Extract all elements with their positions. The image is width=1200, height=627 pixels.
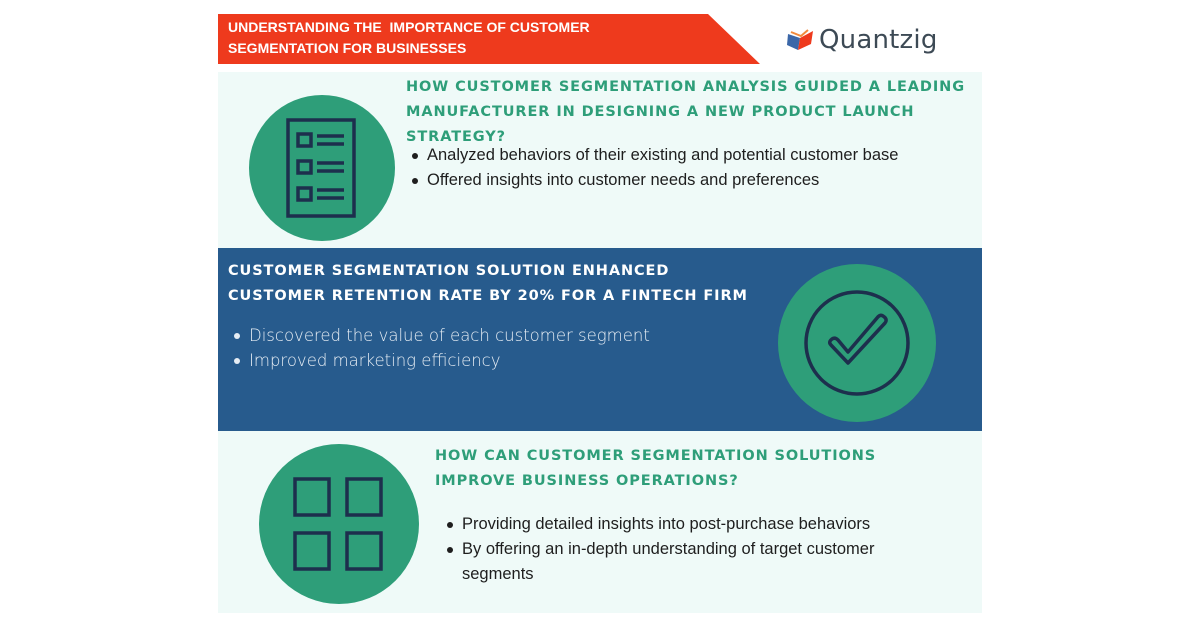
- bullet-list: Discovered the value of each customer se…: [232, 323, 752, 373]
- list-item: Offered insights into customer needs and…: [410, 168, 970, 193]
- quantzig-logo: Quantzig: [786, 24, 946, 64]
- icon-circle: [249, 95, 395, 241]
- icon-circle: [778, 264, 936, 422]
- section-business-operations: HOW CAN CUSTOMER SEGMENTATION SOLUTIONS …: [218, 431, 982, 613]
- brand-name: Quantzig: [819, 25, 938, 55]
- list-item: Providing detailed insights into post-pu…: [445, 512, 915, 537]
- list-item: Discovered the value of each customer se…: [232, 323, 752, 348]
- list-item: Improved marketing efficiency: [232, 348, 752, 373]
- checkmark-circle-icon: [804, 290, 910, 396]
- icon-circle: [259, 444, 419, 604]
- page-title: UNDERSTANDING THE IMPORTANCE OF CUSTOMER…: [228, 19, 594, 56]
- section-fintech-retention: CUSTOMER SEGMENTATION SOLUTION ENHANCED …: [218, 248, 982, 431]
- section-title: CUSTOMER SEGMENTATION SOLUTION ENHANCED …: [228, 263, 748, 304]
- grid-squares-icon: [293, 477, 383, 571]
- book-logo-icon: [787, 29, 813, 50]
- section-product-launch: HOW CUSTOMER SEGMENTATION ANALYSIS GUIDE…: [218, 72, 982, 248]
- checklist-document-icon: [286, 118, 356, 218]
- bullet-list: Analyzed behaviors of their existing and…: [410, 143, 970, 193]
- section-title: HOW CAN CUSTOMER SEGMENTATION SOLUTIONS …: [435, 448, 877, 489]
- list-item: Analyzed behaviors of their existing and…: [410, 143, 970, 168]
- header-banner: UNDERSTANDING THE IMPORTANCE OF CUSTOMER…: [218, 14, 760, 64]
- list-item: By offering an in-depth understanding of…: [445, 537, 915, 587]
- section-title: HOW CUSTOMER SEGMENTATION ANALYSIS GUIDE…: [406, 79, 965, 145]
- bullet-list: Providing detailed insights into post-pu…: [445, 512, 915, 587]
